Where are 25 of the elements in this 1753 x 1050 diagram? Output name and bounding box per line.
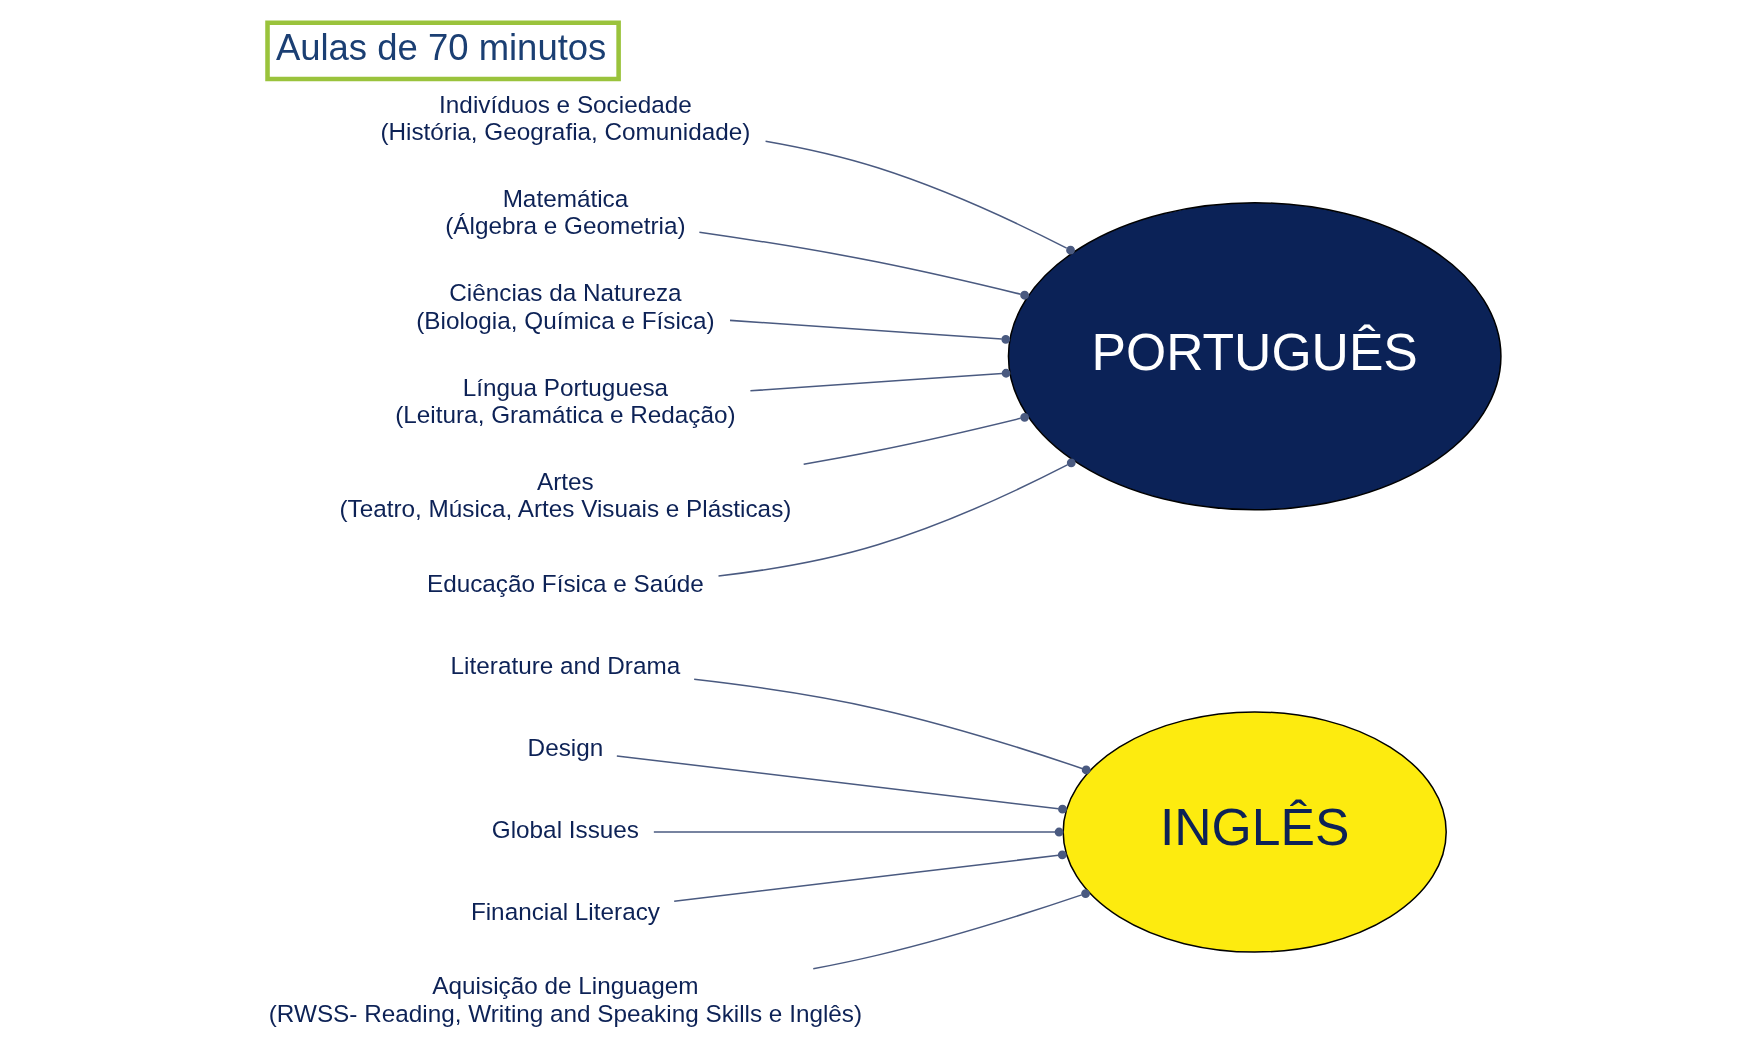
connector [672,850,1067,903]
node-text: Global Issues [491,815,639,843]
connector [812,889,1090,970]
diagram-title: Aulas de 70 minutos [275,27,606,69]
connector [764,140,1075,255]
node-text: Aquisição de Linguagem (RWSS- Reading, Writing and Speaking Skills e Inglês) [268,972,862,1027]
node-text: Financial Literacy [470,897,660,925]
node-text: Educação Física e Saúde [426,569,704,597]
connector [652,827,1063,837]
node-text: Literature and Drama [450,651,680,679]
node-text: Artes (Teatro, Música, Artes Visuais e Plásticas) [338,467,791,523]
node-text: Design [527,733,603,761]
node-ellipse: INGLÊS [1061,711,1447,953]
connector [615,755,1067,814]
node-ellipse: PORTUGUÊS [1007,202,1502,511]
node-text: Ciências da Natureza (Biologia, Química e Física) [415,279,715,334]
node-text: Indivíduos e Sociedade (História, Geografia, Comunidade) [379,90,750,146]
connector [728,319,1010,344]
connector [802,412,1029,465]
connector [717,458,1076,577]
connector [749,368,1010,392]
node-text: Matemática (Álgebra e Geometria) [444,185,686,240]
connector [698,231,1029,300]
node-text: Língua Portuguesa (Leitura, Gramática e Redação) [394,373,736,428]
connector [692,678,1091,775]
